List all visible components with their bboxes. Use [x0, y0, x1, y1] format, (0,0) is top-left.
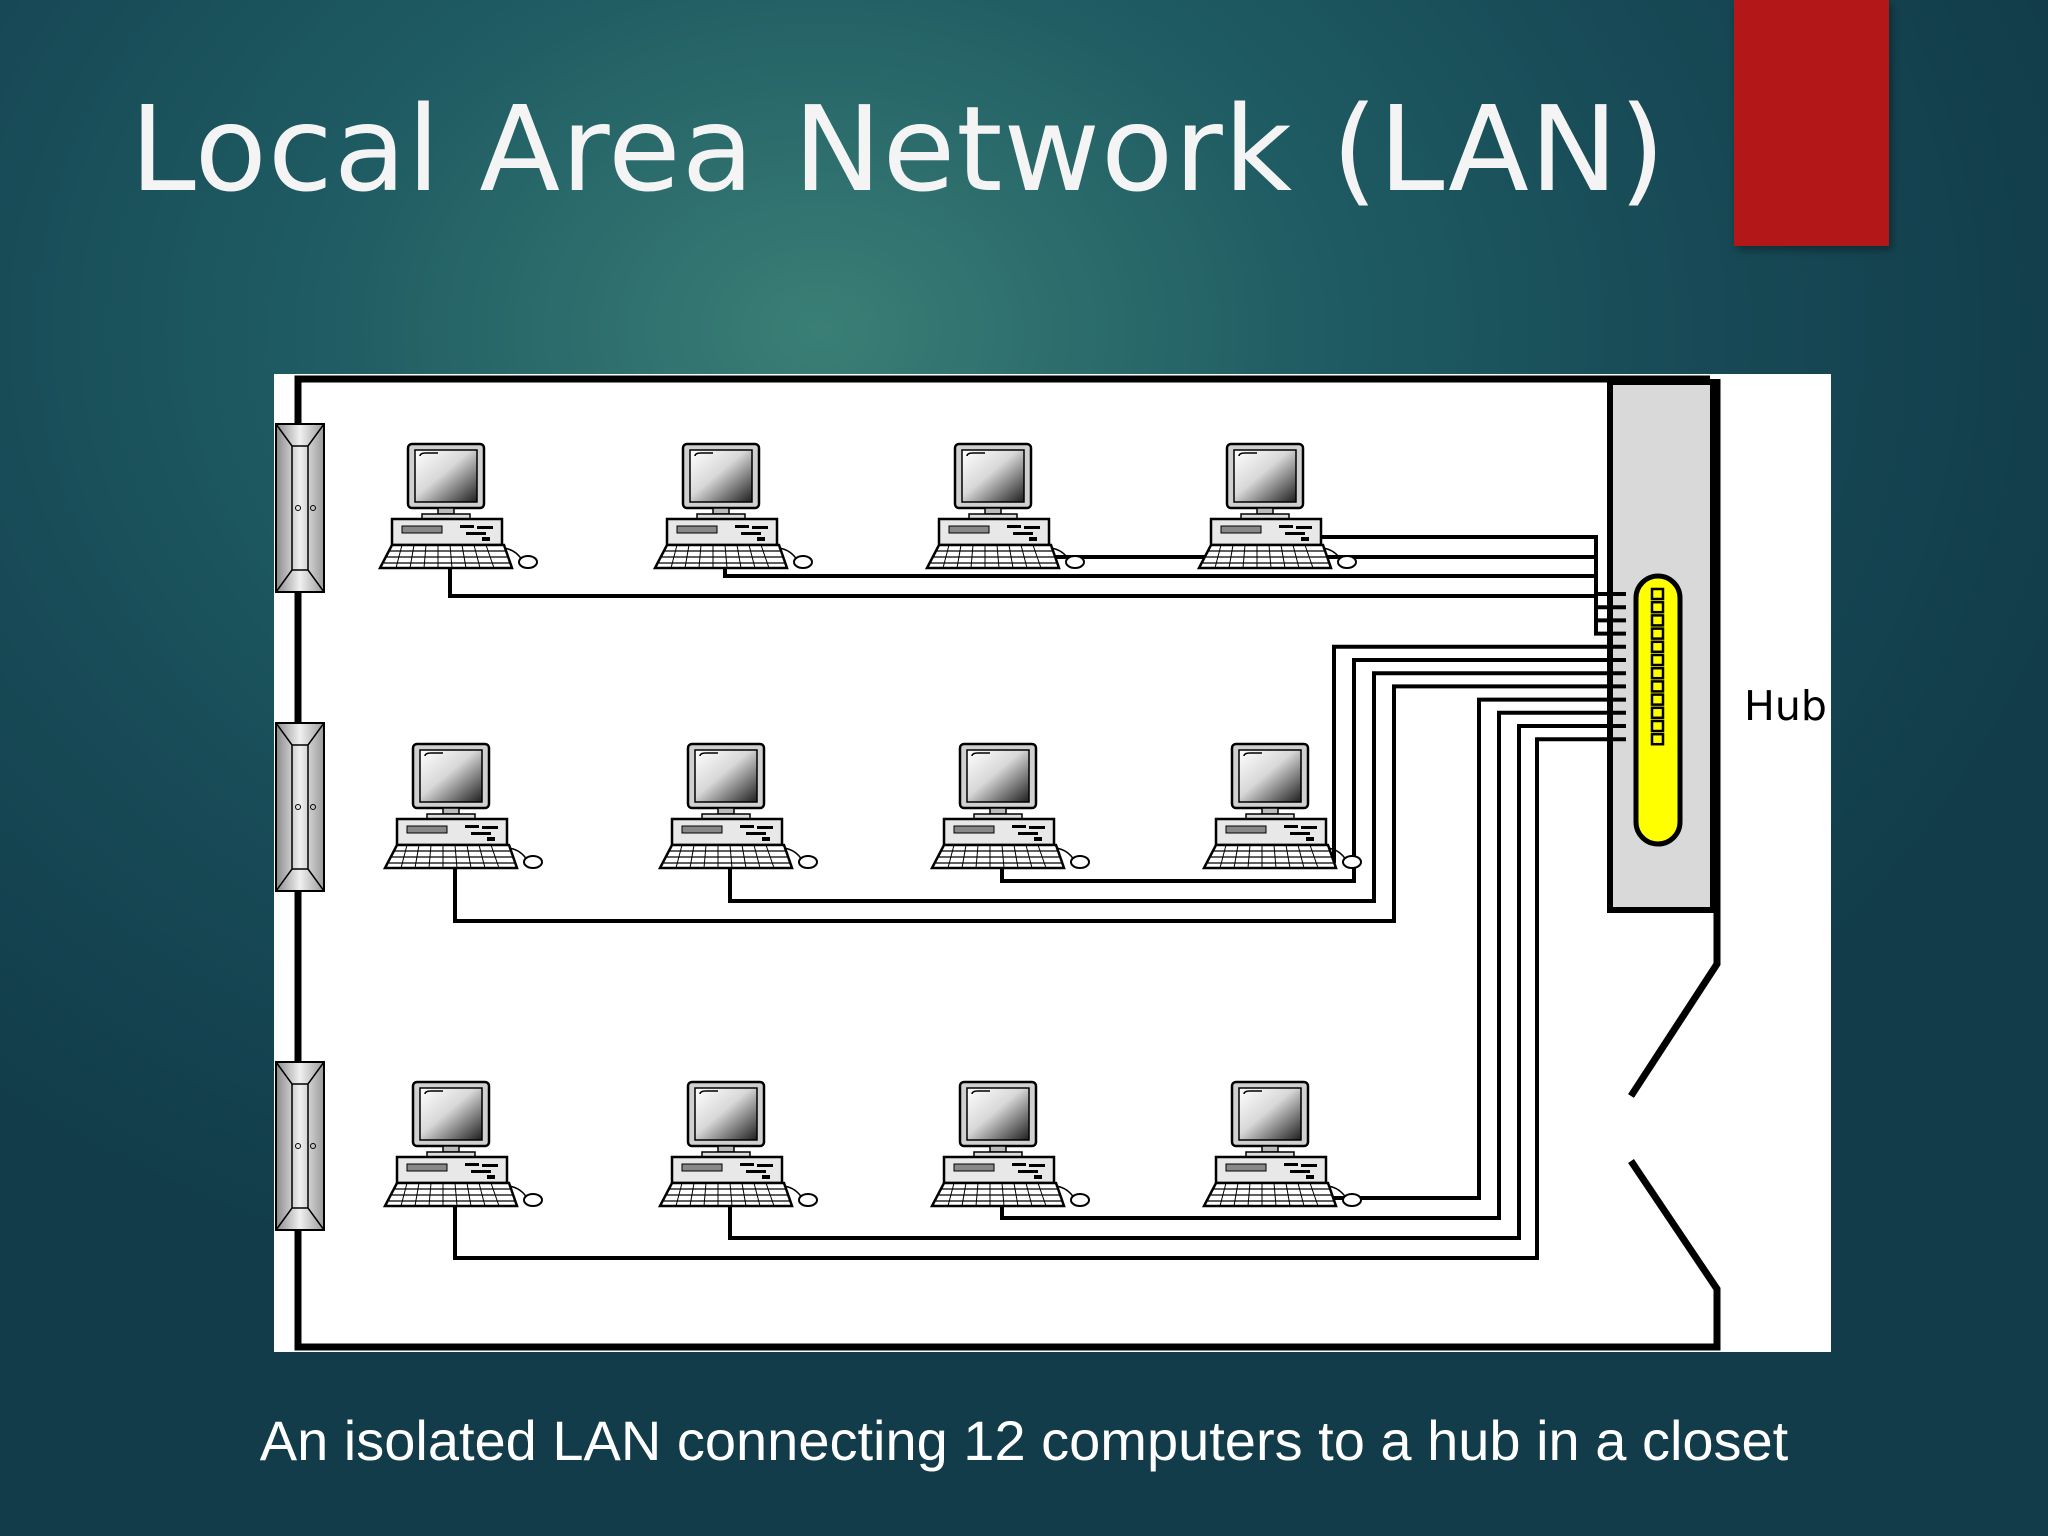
network-cable — [453, 684, 1626, 923]
hub-port — [1650, 600, 1665, 614]
network-cable — [1272, 697, 1626, 1206]
computer — [930, 1080, 1091, 1208]
network-cable — [1000, 710, 1626, 1220]
hub-port — [1650, 587, 1665, 601]
computer — [925, 442, 1086, 570]
hub-port — [1650, 614, 1665, 627]
computer — [1202, 1080, 1363, 1208]
hub — [1633, 573, 1683, 847]
hub-port — [1650, 693, 1665, 706]
computer — [378, 442, 539, 570]
accent-bar — [1734, 0, 1889, 246]
computer — [658, 742, 819, 870]
hub-label: Hub — [1744, 682, 1827, 730]
network-cable — [728, 724, 1626, 1240]
network-cable — [453, 737, 1626, 1260]
hub-port — [1650, 680, 1665, 693]
hub-port — [1650, 719, 1665, 733]
computer — [1202, 742, 1363, 870]
hub-port — [1650, 706, 1665, 720]
hub-port — [1650, 627, 1665, 640]
hub-port — [1650, 732, 1665, 746]
computer — [653, 442, 814, 570]
door — [275, 1061, 325, 1231]
slide-title: Local Area Network (LAN) — [130, 80, 1667, 218]
hub-port — [1650, 640, 1665, 654]
computer — [383, 1080, 544, 1208]
computer — [930, 742, 1091, 870]
computer — [1197, 442, 1358, 570]
door — [275, 423, 325, 593]
lan-diagram: Hub — [274, 374, 1831, 1352]
hub-port — [1650, 653, 1665, 667]
computer — [383, 742, 544, 870]
network-cable — [728, 671, 1626, 903]
slide-caption: An isolated LAN connecting 12 computers … — [259, 1409, 1789, 1472]
hub-port — [1650, 666, 1665, 680]
door — [275, 722, 325, 892]
network-cable — [1000, 658, 1626, 883]
computer — [658, 1080, 819, 1208]
